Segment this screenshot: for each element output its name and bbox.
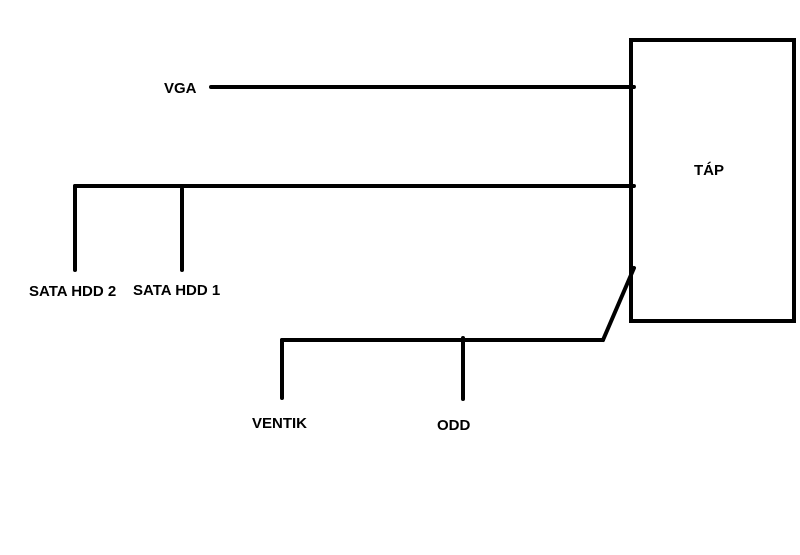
sata-hdd-2-label: SATA HDD 2 xyxy=(29,283,116,300)
molex-cable-diagonal xyxy=(601,266,636,342)
odd-label: ODD xyxy=(437,417,471,434)
psu-label: TÁP xyxy=(694,162,724,179)
psu-box xyxy=(629,38,796,323)
vga-label: VGA xyxy=(164,80,197,97)
ventik-label: VENTIK xyxy=(252,415,307,432)
sata-hdd-1-label: SATA HDD 1 xyxy=(133,282,220,299)
